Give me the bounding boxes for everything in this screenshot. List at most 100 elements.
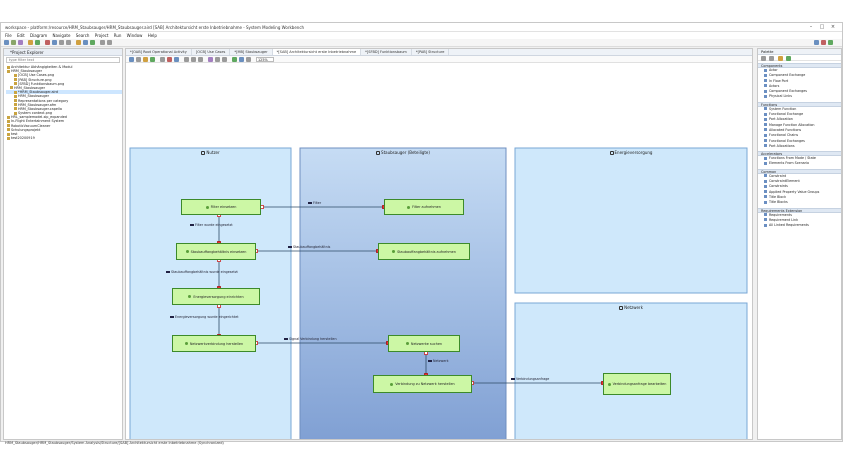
explorer-filter-input[interactable]: type filter text <box>6 57 120 63</box>
zoom-in-icon[interactable] <box>246 57 251 62</box>
palette-item[interactable]: All Linked Requirements <box>758 223 841 228</box>
menu-edit[interactable]: Edit <box>16 33 25 38</box>
editor-tab[interactable]: *[MB] Staubsauger <box>230 49 273 55</box>
menu-search[interactable]: Search <box>75 33 90 38</box>
palette-item[interactable]: Title Blocks <box>758 200 841 205</box>
sirius-perspective-icon[interactable] <box>828 40 833 45</box>
fill-color-icon[interactable] <box>167 57 172 62</box>
palette-item[interactable]: Manage Function Allocation <box>758 123 841 128</box>
filter-diagram-icon[interactable] <box>150 57 155 62</box>
menu-file[interactable]: File <box>5 33 12 38</box>
exchange-label-staubbehaelter-eingesetzt[interactable]: Staubauffangbehältnis wurde eingesetzt <box>166 270 238 274</box>
tree-item[interactable]: In-Flight Entertainment System <box>6 119 122 123</box>
palette-item[interactable]: Functions From Mode / State <box>758 156 841 161</box>
align-icon[interactable] <box>184 57 189 62</box>
palette-section-header[interactable]: Common <box>758 168 841 174</box>
export-icon[interactable] <box>232 57 237 62</box>
exchange-label-staubbehaelter[interactable]: Staubauffangbehältnis <box>288 245 330 249</box>
palette-section-header[interactable]: Functions <box>758 101 841 107</box>
forward-icon[interactable] <box>107 40 112 45</box>
note-tool-icon[interactable] <box>777 55 783 61</box>
layers-icon[interactable] <box>76 40 81 45</box>
palette-item[interactable]: Requirements <box>758 213 841 218</box>
palette-item[interactable]: Constraints <box>758 184 841 189</box>
palette-item[interactable]: Functional Exchanges <box>758 139 841 144</box>
zoom-tool-icon[interactable] <box>769 55 775 61</box>
minimize-button[interactable]: – <box>809 24 813 30</box>
tree-item[interactable]: *HRM_Staubsauger.aird <box>6 90 122 95</box>
palette-item[interactable]: Functional Exchange <box>758 112 841 117</box>
line-color-icon[interactable] <box>174 57 179 62</box>
tree-item[interactable]: HRL_samplemodel-sip_expanded <box>6 115 122 119</box>
editor-tab[interactable]: [OCB] Use Cases <box>192 49 231 55</box>
palette-item[interactable]: ConstraintElement <box>758 179 841 184</box>
tree-item[interactable]: HRM_Staubsauger.capella <box>6 107 122 111</box>
editor-tab[interactable]: *[SAB] Architektursicht erste Inbetriebn… <box>272 49 362 55</box>
filter-icon[interactable] <box>83 40 88 45</box>
tree-item[interactable]: HRM_Staubsauger.afm <box>6 103 122 107</box>
select-tool-icon[interactable] <box>761 55 766 61</box>
save-icon[interactable] <box>11 40 16 45</box>
exchange-label-verbindungsanfrage[interactable]: Verbindungsanfrage <box>511 377 549 381</box>
palette-item[interactable]: Actors <box>758 84 841 89</box>
menu-run[interactable]: Run <box>113 33 122 38</box>
tree-item[interactable]: HRM_Staubsauger <box>6 69 122 73</box>
function-verbindungsanfrage-bearbeiten[interactable]: Verbindungsanfrage bearbeiten <box>603 373 671 395</box>
capella-perspective-icon[interactable] <box>821 40 826 45</box>
validate-icon[interactable] <box>90 40 95 45</box>
tree-item[interactable]: test <box>6 132 122 136</box>
palette-item[interactable]: Component Exchanges <box>758 89 841 94</box>
distribute-icon[interactable] <box>191 57 196 62</box>
tree-item[interactable]: HRM_Staubsauger <box>6 86 122 90</box>
function-netzwerke-suchen[interactable]: Netzwerke suchen <box>388 335 460 352</box>
layer-icon[interactable] <box>143 57 148 62</box>
pin-icon[interactable] <box>208 57 213 62</box>
function-staubauffang-einsetzen[interactable]: Staubauffangbehältnis einsetzen <box>176 243 256 260</box>
function-filter-aufnehmen[interactable]: Filter aufnehmen <box>384 199 464 215</box>
palette-section-header[interactable]: Requirements Extension <box>758 207 841 213</box>
arrange-icon[interactable] <box>129 57 134 62</box>
palette-section-header[interactable]: Components <box>758 63 841 68</box>
print-icon[interactable] <box>18 40 23 45</box>
refresh-icon[interactable] <box>136 57 141 62</box>
exchange-label-filter[interactable]: Filter <box>308 201 321 205</box>
debug-icon[interactable] <box>28 40 33 45</box>
palette-item[interactable]: Requirement Link <box>758 218 841 223</box>
editor-tab[interactable]: *[SFBD] Funktionsbaum <box>361 49 412 55</box>
palette-item[interactable]: Physical Links <box>758 94 841 99</box>
capella-icon[interactable] <box>45 40 50 45</box>
undo-icon[interactable] <box>59 40 64 45</box>
function-staubauffang-aufnehmen[interactable]: Staubauffangbehältnis aufnehmen <box>378 243 470 260</box>
tree-item[interactable]: Representations per category <box>6 99 122 103</box>
tree-item[interactable]: [SFBD] Funktionsbaum.png <box>6 82 122 86</box>
menu-project[interactable]: Project <box>94 33 109 38</box>
redo-icon[interactable] <box>66 40 71 45</box>
palette-item[interactable]: Constraint <box>758 174 841 179</box>
tree-item[interactable]: RoboticVacuumCleaner <box>6 124 122 128</box>
menu-diagram[interactable]: Diagram <box>30 33 48 38</box>
exchange-label-energie-eingerichtet[interactable]: Energieversorgung wurde eingerichtet <box>170 315 239 319</box>
new-icon[interactable] <box>4 40 9 45</box>
function-energieversorgung-einrichten[interactable]: Energieversorgung einrichten <box>172 288 260 305</box>
zoom-select[interactable]: 125% <box>256 57 274 62</box>
exchange-label-filter-eingesetzt[interactable]: Filter wurde eingesetzt <box>190 223 233 227</box>
font-icon[interactable] <box>160 57 165 62</box>
tree-item[interactable]: HRM_Staubsauger <box>6 94 122 98</box>
editor-tab[interactable]: *[OAB] Root Operational Activity <box>126 49 192 55</box>
tree-item[interactable]: [OCB] Use Cases.png <box>6 73 122 77</box>
palette-item[interactable]: Component Exchange <box>758 73 841 78</box>
menu-navigate[interactable]: Navigate <box>52 33 71 38</box>
palette-item[interactable]: Actor <box>758 68 841 73</box>
palette-item[interactable]: Port Allocations <box>758 144 841 149</box>
menu-window[interactable]: Window <box>126 33 143 38</box>
close-button[interactable]: × <box>830 24 836 30</box>
hide-icon[interactable] <box>215 57 220 62</box>
maximize-button[interactable]: □ <box>819 24 825 30</box>
palette-item[interactable]: Elements From Scenario <box>758 161 841 166</box>
tree-item[interactable]: [PAB] Structure.png <box>6 78 122 82</box>
perspective-icon[interactable] <box>814 40 819 45</box>
run-icon[interactable] <box>35 40 40 45</box>
size-icon[interactable] <box>198 57 203 62</box>
back-icon[interactable] <box>100 40 105 45</box>
search-icon[interactable] <box>52 40 57 45</box>
